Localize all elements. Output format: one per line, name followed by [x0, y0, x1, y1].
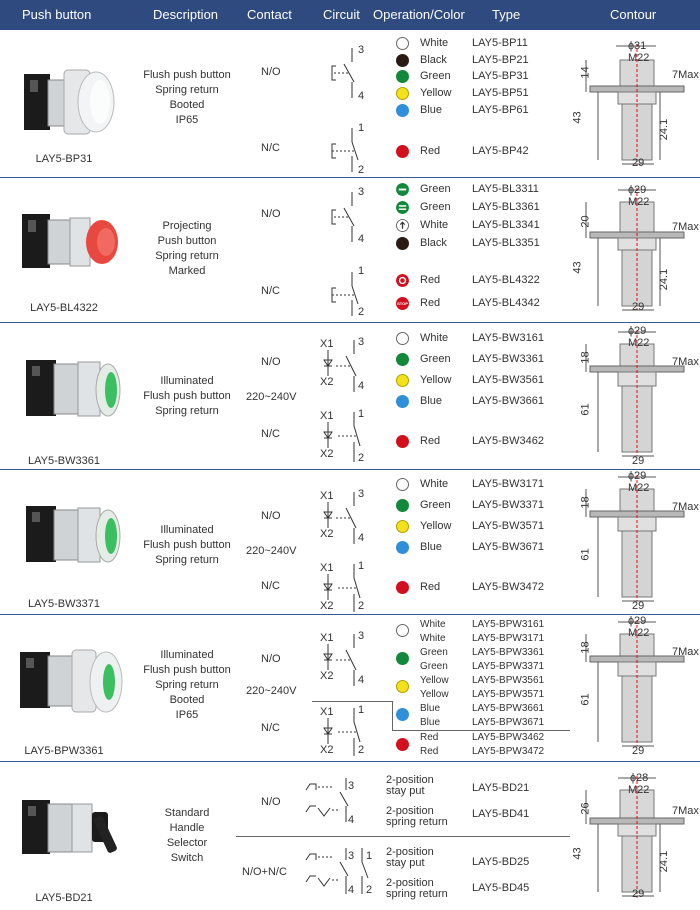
row-separator	[0, 614, 700, 615]
row-separator	[0, 322, 700, 323]
voltage: 220~240V	[246, 685, 297, 697]
header-circuit: Circuit	[323, 7, 360, 22]
color-swatch-red	[396, 145, 409, 158]
contour-drawing	[585, 475, 685, 602]
illuminated-push-button-image	[26, 506, 121, 563]
selector-switch-image	[22, 800, 117, 854]
row-separator	[0, 177, 700, 178]
contact-nc: N/C	[261, 142, 280, 154]
product-caption: LAY5-BW3361	[28, 455, 100, 467]
voltage: 220~240V	[246, 545, 297, 557]
product-caption: LAY5-BP31	[35, 153, 93, 165]
color-swatch-black	[396, 237, 409, 250]
illuminated-nc-symbol	[323, 564, 361, 612]
color-swatch-blue	[396, 395, 409, 408]
color-swatch-blue	[396, 541, 409, 554]
header-type: Type	[492, 7, 521, 22]
no-contact-symbol	[331, 48, 355, 98]
contact-nc: N/C	[261, 428, 280, 440]
product-caption: LAY5-BPW3361	[24, 745, 104, 757]
divider-line	[392, 701, 393, 731]
color-swatch-blue	[396, 708, 409, 721]
contact-no: N/O	[261, 796, 281, 808]
no-contact-symbol	[331, 192, 355, 242]
color-swatch-yellow	[396, 87, 409, 100]
contact-no-nc: N/O+N/C	[242, 866, 287, 878]
divider-line	[236, 836, 570, 837]
contact-nc: N/C	[261, 285, 280, 297]
color-swatch-red	[396, 435, 409, 448]
color-swatch-yellow	[396, 520, 409, 533]
color-swatch-white	[396, 37, 409, 50]
push-button-booted-image	[24, 69, 115, 135]
contact-no: N/O	[261, 356, 281, 368]
color-swatch-black	[396, 54, 409, 67]
header-contact: Contact	[247, 7, 292, 22]
contact-no: N/O	[261, 653, 281, 665]
color-swatch-green	[396, 70, 409, 83]
contact-nc: N/C	[261, 580, 280, 592]
white-arrow-marker-icon	[396, 219, 409, 232]
illuminated-nc-symbol	[323, 412, 361, 462]
contour-drawing	[585, 188, 685, 311]
contour-drawing	[585, 330, 685, 457]
green-equals-marker-icon	[396, 201, 409, 214]
color-swatch-yellow	[396, 680, 409, 693]
color-swatch-red	[396, 738, 409, 751]
contour-drawing	[585, 44, 685, 166]
color-swatch-green	[396, 499, 409, 512]
contact-nc: N/C	[261, 722, 280, 734]
color-swatch-white	[396, 478, 409, 491]
color-swatch-red	[396, 581, 409, 594]
divider-line	[392, 730, 570, 731]
color-swatch-white	[396, 624, 409, 637]
row-separator	[0, 761, 700, 762]
voltage: 220~240V	[246, 391, 297, 403]
contour-drawing	[585, 776, 685, 898]
illuminated-no-symbol	[323, 492, 357, 544]
contact-no: N/O	[261, 510, 281, 522]
red-stop-marker-icon: STOP	[396, 297, 409, 310]
illuminated-booted-push-button-image	[20, 649, 123, 713]
illuminated-nc-symbol	[323, 708, 361, 756]
nc-contact-symbol	[331, 272, 359, 316]
color-swatch-yellow	[396, 374, 409, 387]
selector-no-nc-symbol	[305, 848, 369, 894]
product-caption: LAY5-BD21	[35, 892, 93, 904]
nc-contact-symbol	[331, 128, 359, 172]
color-swatch-white	[396, 332, 409, 345]
contact-no: N/O	[261, 208, 281, 220]
header-operation-color: Operation/Color	[373, 7, 465, 22]
header-contour: Contour	[610, 7, 657, 22]
selector-no-symbol	[305, 778, 349, 822]
illuminated-no-symbol	[323, 340, 357, 392]
table-header: Push button Description Contact Circuit …	[0, 0, 700, 30]
green-minus-marker-icon	[396, 183, 409, 196]
illuminated-push-button-image	[26, 360, 121, 417]
push-button-projecting-image	[22, 214, 118, 268]
header-push-button: Push button	[22, 7, 92, 22]
color-swatch-blue	[396, 104, 409, 117]
illuminated-no-symbol	[323, 634, 357, 686]
color-swatch-green	[396, 353, 409, 366]
product-caption: LAY5-BW3371	[28, 598, 100, 610]
divider-line	[312, 701, 392, 702]
header-description: Description	[153, 7, 219, 22]
contact-no: N/O	[261, 66, 281, 78]
red-ring-marker-icon	[396, 274, 409, 287]
product-caption: LAY5-BL4322	[30, 302, 98, 314]
contour-drawing	[585, 620, 685, 747]
row-separator	[0, 469, 700, 470]
color-swatch-green	[396, 652, 409, 665]
